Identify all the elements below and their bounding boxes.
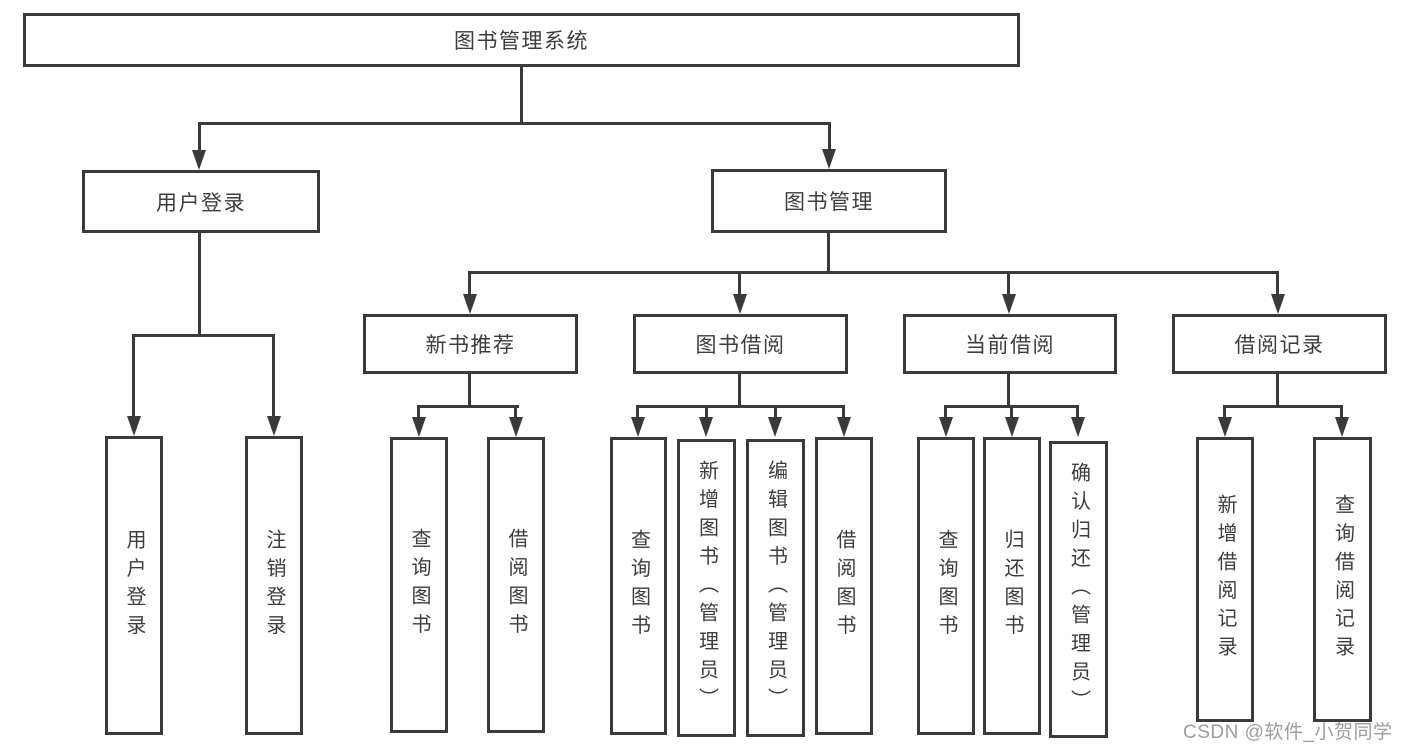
watermark: CSDN @软件_小贺同学 xyxy=(1183,722,1393,743)
connector-records-rail xyxy=(1223,405,1343,408)
arrow-down-icon xyxy=(631,417,645,437)
connector-drop-borrow-leaf3 xyxy=(774,405,777,421)
leaf-logout: 注销登录 xyxy=(245,436,303,735)
connector-drop-borrow-leaf4 xyxy=(842,405,845,421)
arrow-down-icon xyxy=(1335,417,1349,437)
leaf-borrow-add-books-admin: 新增图书（管理员） xyxy=(677,439,736,737)
node-user-login: 用户登录 xyxy=(82,170,320,233)
arrow-down-icon xyxy=(1005,417,1019,437)
connector-drop-recommend-leaf1 xyxy=(417,405,420,421)
leaf-borrow-borrow-books: 借阅图书 xyxy=(815,437,873,735)
arrow-down-icon xyxy=(192,150,206,170)
connector-drop-current xyxy=(1007,271,1010,297)
node-book-management: 图书管理 xyxy=(711,169,947,233)
leaf-current-confirm-return-admin: 确认归还（管理员） xyxy=(1049,441,1108,738)
connector-drop-records-leaf2 xyxy=(1340,405,1343,421)
leaf-recommend-query-books: 查询图书 xyxy=(390,437,448,733)
arrow-down-icon xyxy=(127,416,141,436)
arrow-down-icon xyxy=(1002,294,1016,314)
connector-drop-borrow-leaf2 xyxy=(705,405,708,421)
connector-login-stem xyxy=(198,233,201,337)
arrow-down-icon xyxy=(463,294,477,314)
connector-drop-recommend-leaf2 xyxy=(514,405,517,421)
leaf-records-add-record: 新增借阅记录 xyxy=(1196,437,1254,722)
connector-login-rail xyxy=(132,334,275,337)
connector-management-stem xyxy=(827,233,830,274)
connector-drop-current-leaf1 xyxy=(944,405,947,421)
node-current-borrow: 当前借阅 xyxy=(903,314,1117,374)
connector-borrow-stem xyxy=(738,374,741,408)
connector-level2-rail xyxy=(468,271,1279,274)
leaf-current-return-books: 归还图书 xyxy=(983,437,1041,735)
arrow-down-icon xyxy=(939,417,953,437)
connector-drop-user-login xyxy=(198,122,201,154)
leaf-records-query-record: 查询借阅记录 xyxy=(1313,437,1372,722)
connector-drop-login-leaf1 xyxy=(132,334,135,420)
arrow-down-icon xyxy=(837,417,851,437)
connector-drop-records-leaf1 xyxy=(1223,405,1226,421)
arrow-down-icon xyxy=(699,417,713,437)
connector-drop-borrow xyxy=(738,271,741,297)
connector-drop-login-leaf2 xyxy=(272,334,275,420)
leaf-borrow-edit-books-admin: 编辑图书（管理员） xyxy=(746,439,805,737)
connector-records-stem xyxy=(1276,374,1279,408)
leaf-recommend-borrow-books: 借阅图书 xyxy=(487,437,545,733)
connector-drop-borrow-leaf1 xyxy=(636,405,639,421)
connector-drop-current-leaf3 xyxy=(1076,405,1079,421)
connector-recommend-stem xyxy=(468,374,471,408)
leaf-borrow-query-books: 查询图书 xyxy=(610,437,667,735)
node-library-system: 图书管理系统 xyxy=(23,13,1020,67)
connector-drop-recommend xyxy=(468,271,471,297)
connector-drop-book-management xyxy=(828,122,831,153)
leaf-user-login: 用户登录 xyxy=(105,436,163,735)
connector-current-stem xyxy=(1007,374,1010,408)
connector-level1-rail xyxy=(198,122,831,125)
arrow-down-icon xyxy=(267,416,281,436)
node-borrow-records: 借阅记录 xyxy=(1172,314,1387,374)
connector-drop-current-leaf2 xyxy=(1010,405,1013,421)
leaf-current-query-books: 查询图书 xyxy=(917,437,975,735)
connector-recommend-rail xyxy=(417,405,519,408)
arrow-down-icon xyxy=(412,417,426,437)
arrow-down-icon xyxy=(1218,417,1232,437)
arrow-down-icon xyxy=(768,417,782,437)
connector-root-stem xyxy=(520,67,523,123)
arrow-down-icon xyxy=(1271,294,1285,314)
connector-drop-records xyxy=(1276,271,1279,297)
arrow-down-icon xyxy=(1071,417,1085,437)
node-new-book-recommend: 新书推荐 xyxy=(363,314,578,374)
arrow-down-icon xyxy=(509,417,523,437)
node-book-borrow: 图书借阅 xyxy=(633,314,848,374)
arrow-down-icon xyxy=(733,294,747,314)
arrow-down-icon xyxy=(822,149,836,169)
connector-borrow-rail xyxy=(636,405,845,408)
